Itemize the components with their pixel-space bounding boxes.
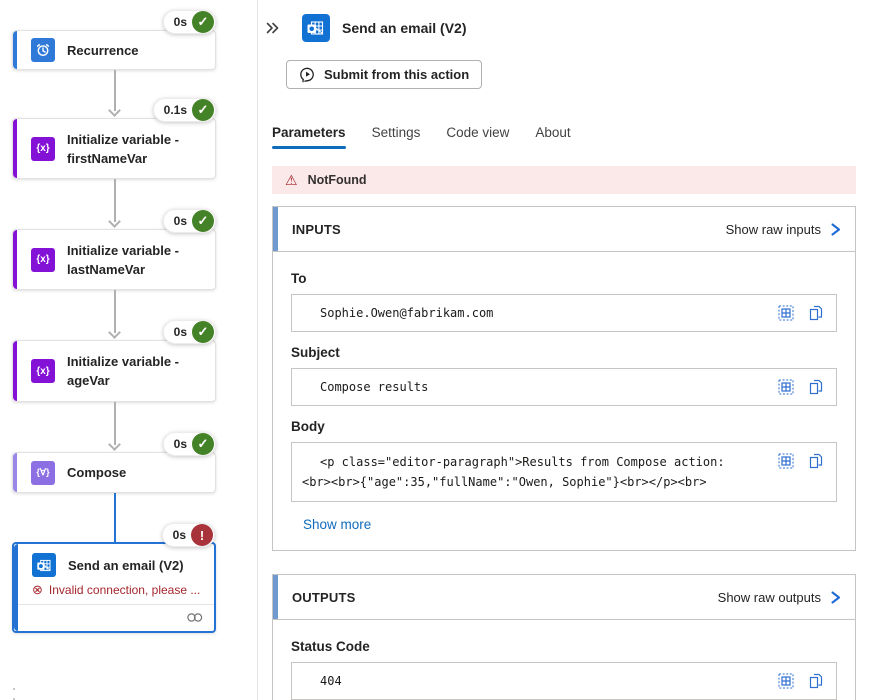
edge-connector [114,402,116,445]
copy-icon[interactable] [808,673,824,689]
canvas-grid-dot [13,688,15,690]
status-code-label: Status Code [291,639,370,654]
success-check-icon: ✓ [192,210,214,232]
edge-connector [114,290,116,333]
status-badge[interactable]: 0s ! [161,523,215,547]
action-details-panel: Send an email (V2) Submit from this acti… [258,0,870,700]
edge-arrowhead [108,104,121,117]
to-field-value: Sophie.Owen@fabrikam.com [320,306,494,320]
edge-arrowhead [108,326,121,339]
duration-label: 0.1s [163,103,187,117]
subject-field-label: Subject [291,345,340,360]
error-x-circle-icon: ⊗ [32,582,43,597]
outlook-icon [302,14,330,42]
outputs-section: OUTPUTS Show raw outputs Status Code 404 [272,574,856,700]
tab-bar: Parameters Settings Code view About [272,125,870,149]
status-badge[interactable]: 0s ✓ [162,320,216,344]
view-table-icon[interactable] [778,673,794,689]
node-initialize-lastnamevar[interactable]: 0s ✓ {x} Initialize variable - lastNameV… [12,209,216,290]
to-field-label: To [291,271,307,286]
copy-icon[interactable] [808,453,824,469]
edge-arrowhead [108,438,121,451]
tab-parameters[interactable]: Parameters [272,125,346,149]
node-title: Compose [67,465,127,480]
tab-about[interactable]: About [535,125,571,140]
error-exclamation-icon: ! [191,524,213,546]
variable-icon: {x} [31,247,55,272]
warning-triangle-icon: ⚠ [285,172,298,188]
inputs-section: INPUTS Show raw inputs To Sophie.Owen@fa… [272,206,856,551]
duration-label: 0s [173,214,187,228]
show-more-link[interactable]: Show more [303,517,372,532]
edge-connector-selected [114,493,116,544]
body-field: <p class="editor-paragraph">Results from… [291,442,837,502]
page-title: Send an email (V2) [342,20,467,36]
panel-divider [257,0,258,700]
view-table-icon[interactable] [778,305,794,321]
tab-settings[interactable]: Settings [371,125,421,140]
duration-label: 0s [173,325,187,339]
duration-label: 0s [173,437,187,451]
success-check-icon: ✓ [192,433,214,455]
view-table-icon[interactable] [778,453,794,469]
status-badge[interactable]: 0s ✓ [162,10,216,34]
submit-from-this-action-button[interactable]: Submit from this action [286,60,483,89]
node-recurrence[interactable]: 0s ✓ Recurrence [12,10,216,70]
connection-icon[interactable] [186,612,204,623]
body-field-value-line1: <p class="editor-paragraph">Results from… [320,455,725,469]
node-compose[interactable]: 0s ✓ {∀} Compose [12,432,216,493]
duration-label: 0s [172,528,186,542]
copy-icon[interactable] [808,379,824,395]
duration-label: 0s [173,15,187,29]
collapse-panel-icon[interactable] [262,17,284,39]
subject-field-value: Compose results [320,380,429,394]
status-badge[interactable]: 0s ✓ [162,432,216,456]
canvas-grid-dot [13,698,15,700]
body-field-label: Body [291,419,325,434]
success-check-icon: ✓ [192,321,214,343]
subject-field: Compose results [291,368,837,406]
status-code-field: 404 [291,662,837,700]
edge-arrowhead [108,215,121,228]
node-title: Recurrence [67,42,139,58]
chevron-right-icon [831,590,841,604]
node-error-message: ⊗ Invalid connection, please ... [32,582,201,597]
status-badge[interactable]: 0s ✓ [162,209,216,233]
submit-button-label: Submit from this action [324,67,470,82]
node-initialize-agevar[interactable]: 0s ✓ {x} Initialize variable - ageVar [12,320,216,402]
compose-icon: {∀} [31,460,55,485]
status-code-value: 404 [320,674,342,688]
tab-code-view[interactable]: Code view [446,125,510,140]
node-title: Initialize variable - firstNameVar [67,131,179,166]
variable-icon: {x} [31,359,55,383]
show-raw-inputs-link[interactable]: Show raw inputs [726,222,841,237]
copy-icon[interactable] [808,305,824,321]
edge-connector [114,179,116,222]
node-initialize-firstnamevar[interactable]: 0.1s ✓ {x} Initialize variable - firstNa… [12,98,216,179]
to-field: Sophie.Owen@fabrikam.com [291,294,837,332]
inputs-heading: INPUTS [292,221,341,237]
success-check-icon: ✓ [192,11,214,33]
outlook-icon [32,553,56,577]
workflow-canvas: 0s ✓ Recurrence 0.1s ✓ {x} Initialize va… [0,0,257,700]
error-banner-text: NotFound [307,173,367,187]
outputs-heading: OUTPUTS [292,589,356,605]
node-send-an-email[interactable]: 0s ! Send an email (V2) ⊗ Invalid connec… [12,523,216,633]
view-table-icon[interactable] [778,379,794,395]
node-title: Initialize variable - lastNameVar [67,242,179,277]
node-title: Initialize variable - ageVar [67,354,179,388]
recurrence-clock-icon [31,38,55,62]
chevron-right-icon [831,222,841,236]
success-check-icon: ✓ [192,99,214,121]
body-field-value-line2: <br><br>{"age":35,"fullName":"Owen, Soph… [302,475,707,489]
variable-icon: {x} [31,136,55,161]
resubmit-icon [299,66,316,83]
show-raw-outputs-link[interactable]: Show raw outputs [718,590,841,605]
node-title: Send an email (V2) [68,557,184,573]
edge-connector [114,70,116,111]
status-badge[interactable]: 0.1s ✓ [152,98,216,122]
error-banner: ⚠ NotFound [272,166,856,194]
